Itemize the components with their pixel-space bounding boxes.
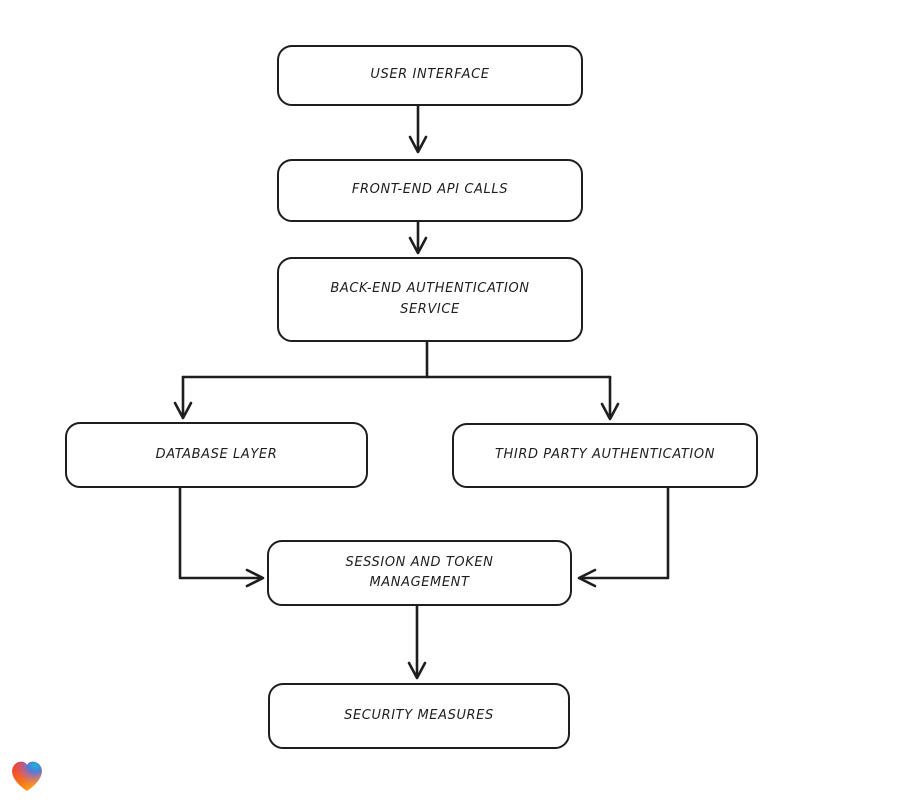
node-database-layer[interactable]: DATABASE LAYER <box>65 422 368 488</box>
node-user-interface[interactable]: USER INTERFACE <box>277 45 583 106</box>
arrow-backend-branch <box>173 340 620 421</box>
arrow-frontend-to-backend <box>408 220 428 255</box>
node-label: THIRD PARTY AUTHENTICATION <box>494 447 716 463</box>
arrow-session-to-security <box>407 604 427 680</box>
node-label: SECURITY MEASURES <box>344 707 494 723</box>
gradient-heart-logo-icon[interactable] <box>10 760 44 792</box>
node-label: USER INTERFACE <box>370 67 490 83</box>
node-front-end-api-calls[interactable]: FRONT-END API CALLS <box>277 159 583 222</box>
arrow-database-to-session <box>178 486 265 588</box>
node-label: SESSION AND TOKEN MANAGEMENT <box>345 554 494 590</box>
arrow-ui-to-frontend <box>408 104 428 154</box>
node-label: FRONT-END API CALLS <box>351 182 509 198</box>
node-back-end-authentication-service[interactable]: BACK-END AUTHENTICATION SERVICE <box>277 257 583 342</box>
node-security-measures[interactable]: SECURITY MEASURES <box>268 683 570 749</box>
node-label: DATABASE LAYER <box>155 446 278 462</box>
node-third-party-authentication[interactable]: THIRD PARTY AUTHENTICATION <box>452 423 758 488</box>
node-session-and-token-management[interactable]: SESSION AND TOKEN MANAGEMENT <box>267 540 572 606</box>
node-label: BACK-END AUTHENTICATION SERVICE <box>330 281 530 317</box>
arrow-thirdparty-to-session <box>577 486 670 588</box>
